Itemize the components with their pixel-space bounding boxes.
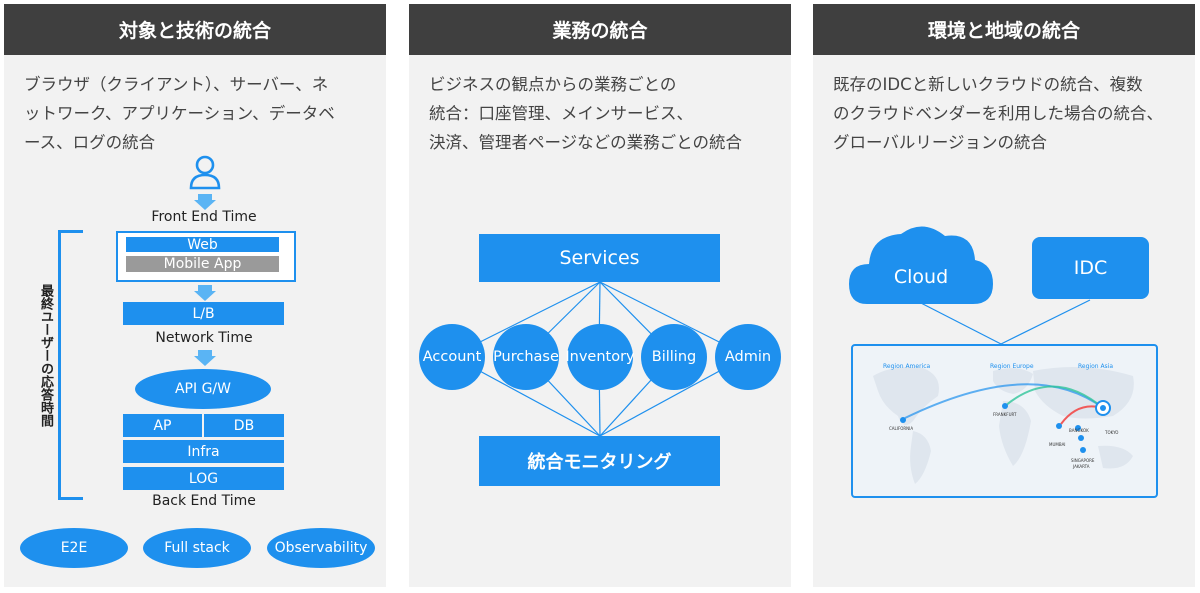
panel-business-integration: 業務の統合 ビジネスの観点からの業務ごとの 統合：口座管理、メインサービス、 決… [409, 4, 791, 587]
arrow-down-icon [198, 350, 212, 356]
response-time-bracket [58, 230, 83, 500]
arrow-down-icon [198, 194, 212, 200]
idc-box: IDC [1032, 237, 1149, 299]
panel-title: 対象と技術の統合 [4, 4, 386, 55]
log-box: LOG [123, 467, 284, 490]
panel-description: ビジネスの観点からの業務ごとの 統合：口座管理、メインサービス、 決済、管理者ペ… [429, 75, 743, 152]
module-purchase: Purchase [493, 324, 559, 390]
panel-title: 環境と地域の統合 [813, 4, 1195, 55]
arrow-down-icon [198, 285, 212, 291]
panel-environment-integration: 環境と地域の統合 既存のIDCと新しいクラウドの統合、複数 のクラウドベンダーを… [813, 4, 1195, 587]
city-mumbai: MUMBAI [1049, 442, 1066, 447]
region-europe-label: Region Europe [990, 363, 1034, 370]
arrow-down-icon [194, 291, 216, 301]
response-time-label: 最終ユーザーの応答時間 [38, 284, 53, 427]
arrow-down-icon [194, 200, 216, 210]
panel-integration-objects: 対象と技術の統合 ブラウザ（クライアント）、サーバー、ネ ットワーク、アプリケー… [4, 4, 386, 587]
module-inventory: Inventory [565, 324, 635, 390]
city-bangkok: BANGKOK [1069, 428, 1089, 433]
city-singapore: SINGAPORE [1071, 458, 1095, 463]
mobile-app-box: Mobile App [126, 256, 279, 272]
user-icon [189, 155, 221, 190]
panel-description: 既存のIDCと新しいクラウドの統合、複数 のクラウドベンダーを利用した場合の統合… [833, 75, 1163, 152]
region-arrows [900, 383, 1111, 453]
module-billing: Billing [641, 324, 707, 390]
web-box: Web [126, 237, 279, 253]
city-california: CALIFORNIA [889, 426, 914, 431]
back-end-time-label: Back End Time [152, 493, 256, 509]
network-time-label: Network Time [155, 330, 253, 346]
city-frankfurt: FRANKFURT [993, 412, 1017, 417]
api-gateway-ellipse: API G/W [135, 369, 271, 409]
module-admin: Admin [715, 324, 781, 390]
infra-box: Infra [123, 440, 284, 463]
service-connection-lines [451, 281, 748, 437]
front-end-time-label: Front End Time [151, 209, 257, 225]
region-america-label: Region America [883, 363, 931, 370]
services-box: Services [479, 234, 720, 282]
world-map: Region America Region Europe Region Asia… [851, 344, 1158, 498]
city-tokyo: TOKYO [1105, 430, 1119, 435]
panel-description: ブラウザ（クライアント）、サーバー、ネ ットワーク、アプリケーション、データベ … [24, 75, 335, 152]
tag-observability: Observability [267, 528, 375, 568]
db-box: DB [204, 414, 284, 437]
integrated-monitoring-box: 統合モニタリング [479, 436, 720, 486]
tag-e2e: E2E [20, 528, 128, 568]
module-account: Account [419, 324, 485, 390]
cloud-shape [849, 226, 993, 304]
lb-box: L/B [123, 302, 284, 325]
connector-lines [918, 299, 1091, 345]
cloud-label: Cloud [893, 266, 949, 288]
city-jakarta: JAKARTA [1073, 464, 1090, 469]
panel-title: 業務の統合 [409, 4, 791, 55]
region-asia-label: Region Asia [1078, 363, 1114, 370]
world-map-graphic [873, 367, 1134, 484]
arrow-down-icon [194, 356, 216, 366]
ap-box: AP [123, 414, 202, 437]
tag-full-stack: Full stack [143, 528, 251, 568]
